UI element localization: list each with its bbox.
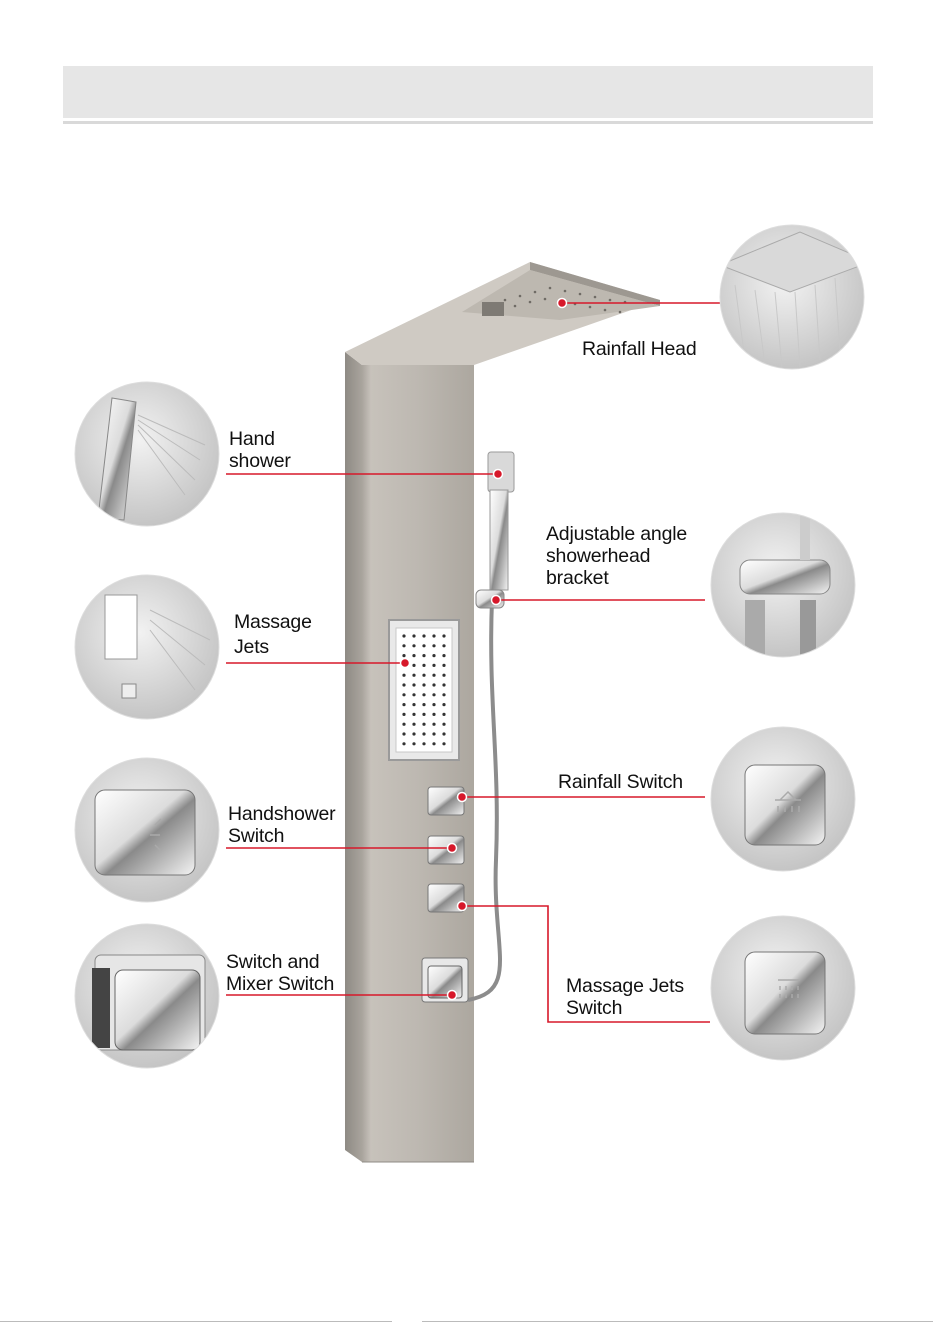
jet-nozzle <box>442 683 445 686</box>
jet-nozzle <box>402 674 405 677</box>
jet-nozzle <box>432 683 435 686</box>
jet-nozzle <box>442 664 445 667</box>
jet-nozzle <box>442 634 445 637</box>
label-bracket: Adjustable angle showerhead bracket <box>546 523 687 589</box>
jet-nozzle <box>412 732 415 735</box>
jet-nozzle <box>432 693 435 696</box>
label-rainfall-head: Rainfall Head <box>582 338 696 360</box>
jet-nozzle <box>432 713 435 716</box>
jet-nozzle <box>442 723 445 726</box>
jet-nozzle <box>422 713 425 716</box>
footer-rule-right <box>422 1321 933 1322</box>
footer-rule-left <box>0 1321 392 1322</box>
mixer-switch-photo <box>75 924 219 1068</box>
jet-nozzle <box>412 723 415 726</box>
jet-nozzle <box>442 732 445 735</box>
jet-nozzle <box>422 732 425 735</box>
jet-nozzle <box>422 664 425 667</box>
label-rainfall-switch: Rainfall Switch <box>558 771 683 793</box>
jet-nozzle <box>432 664 435 667</box>
jet-nozzle <box>412 683 415 686</box>
massage-jets-switch-photo <box>711 916 855 1060</box>
jet-nozzle <box>422 644 425 647</box>
jet-nozzle <box>412 713 415 716</box>
jet-nozzle <box>412 703 415 706</box>
jet-nozzle <box>412 634 415 637</box>
jet-nozzle <box>402 693 405 696</box>
rainfall-switch-photo <box>711 727 855 871</box>
jet-nozzle <box>402 713 405 716</box>
jet-nozzle <box>402 703 405 706</box>
jet-nozzle <box>432 723 435 726</box>
jet-nozzle <box>402 683 405 686</box>
jet-nozzle <box>402 644 405 647</box>
jet-nozzle <box>442 693 445 696</box>
label-hand-shower: Hand shower <box>229 428 291 472</box>
jet-nozzle <box>442 713 445 716</box>
label-handshower-switch: Handshower Switch <box>228 803 335 847</box>
bracket-photo <box>711 512 855 660</box>
jet-nozzle <box>412 742 415 745</box>
jet-nozzle <box>422 683 425 686</box>
jet-nozzle <box>432 732 435 735</box>
jet-nozzle <box>442 674 445 677</box>
jet-nozzle <box>432 742 435 745</box>
jet-nozzle <box>402 732 405 735</box>
jet-nozzle <box>422 703 425 706</box>
jet-nozzle <box>432 703 435 706</box>
rainfall-head-photo <box>720 225 870 369</box>
jet-nozzle <box>442 654 445 657</box>
jet-nozzle <box>422 674 425 677</box>
hand-shower-assembly <box>468 452 514 1000</box>
jet-nozzle <box>442 703 445 706</box>
jet-nozzle <box>432 634 435 637</box>
jet-nozzle <box>412 644 415 647</box>
jet-nozzle <box>422 654 425 657</box>
jet-nozzle <box>422 693 425 696</box>
handshower-switch-photo <box>75 758 219 902</box>
jet-nozzle <box>432 654 435 657</box>
jet-nozzle <box>412 654 415 657</box>
label-massage-jets-switch: Massage Jets Switch <box>566 975 684 1019</box>
jet-nozzle <box>402 634 405 637</box>
jet-nozzle <box>402 654 405 657</box>
jet-nozzle <box>412 664 415 667</box>
jet-nozzle <box>422 634 425 637</box>
label-massage-jets: Massage Jets <box>234 610 312 660</box>
jet-nozzle <box>402 723 405 726</box>
jet-nozzle <box>442 742 445 745</box>
label-mixer-switch: Switch and Mixer Switch <box>226 951 334 995</box>
jet-nozzle <box>412 693 415 696</box>
jet-nozzle <box>432 644 435 647</box>
massage-jets-photo <box>75 575 219 719</box>
jet-nozzle <box>402 742 405 745</box>
jet-nozzle <box>422 723 425 726</box>
hand-shower-photo <box>75 382 219 526</box>
massage-jets-panel <box>389 620 459 760</box>
jet-nozzle <box>422 742 425 745</box>
jet-nozzle <box>442 644 445 647</box>
jet-nozzle <box>412 674 415 677</box>
jet-nozzle <box>432 674 435 677</box>
